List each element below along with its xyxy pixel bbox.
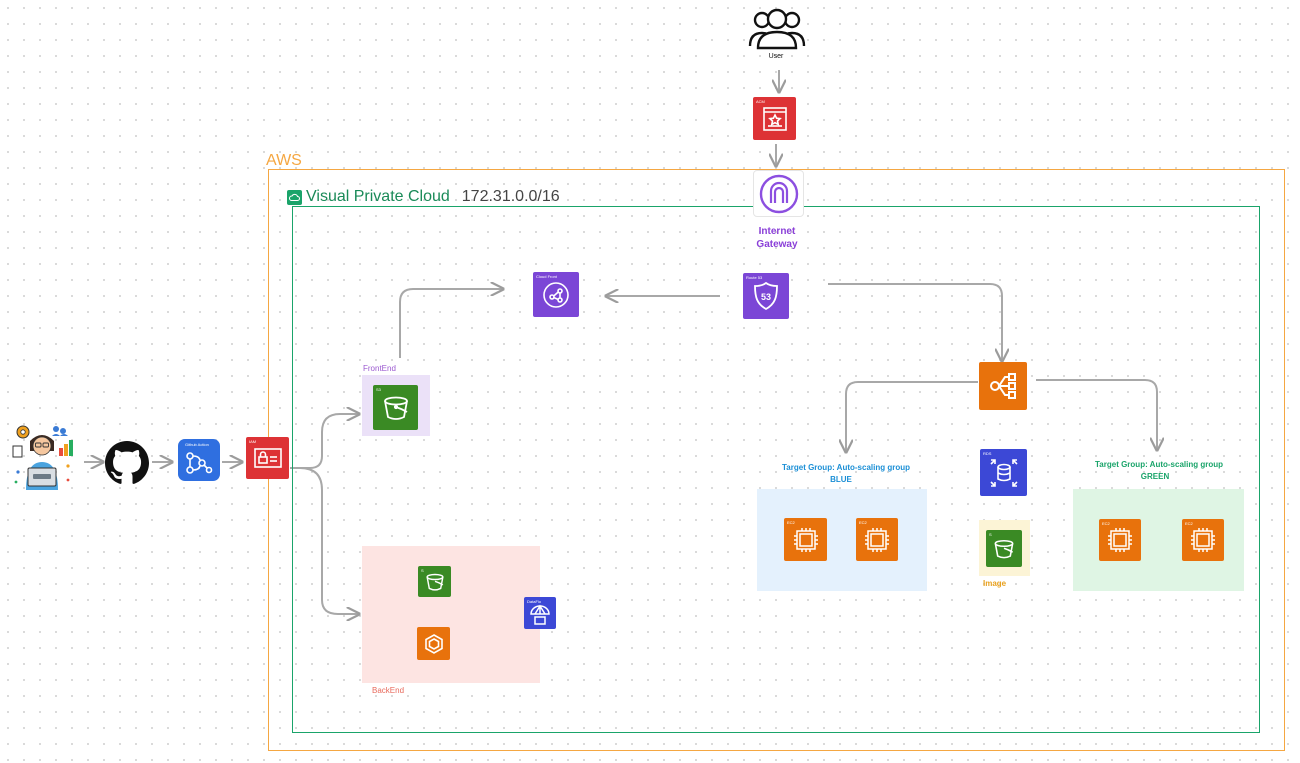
frontend-label: FrontEnd (363, 364, 396, 373)
ec2-green-2[interactable]: EC2 (1182, 519, 1224, 561)
ecs-tile[interactable] (417, 627, 450, 660)
rds-tile[interactable]: RDS (980, 449, 1027, 496)
tg-blue-zone (757, 489, 927, 591)
dataflow-icon (530, 604, 550, 625)
ec2-icon (793, 527, 818, 552)
user-label: User (768, 53, 784, 60)
route53-tile[interactable]: Route 53 53 (743, 273, 789, 319)
tg-blue-name: BLUE (830, 475, 852, 484)
cloudfront-tile[interactable]: Cloud Front (533, 272, 579, 317)
s3-backend-tile[interactable]: S (418, 566, 451, 597)
igw-label-line1: Internet (758, 226, 796, 237)
internet-gateway-tile[interactable] (753, 170, 804, 217)
tg-green-title: Target Group: Auto-scaling group (1095, 460, 1223, 469)
ec2-caption: EC2 (787, 520, 795, 525)
iam-icon (253, 448, 282, 468)
s3-frontend-tile[interactable]: S3 (373, 385, 418, 430)
github-actions-icon (186, 452, 213, 474)
tg-green-name: GREEN (1140, 472, 1170, 481)
github-icon[interactable] (105, 441, 149, 485)
ec2-icon (1191, 528, 1215, 552)
ec2-caption: EC2 (1185, 521, 1193, 526)
load-balancer-tile[interactable] (979, 362, 1027, 410)
s3-bucket-icon (425, 573, 444, 591)
arrow-route53-elb (828, 283, 1002, 361)
vpc-cidr: 172.31.0.0/16 (461, 188, 560, 205)
s3-image-tile[interactable]: S (986, 530, 1022, 567)
acm-caption: ACM (756, 99, 765, 104)
rds-caption: RDS (983, 451, 992, 456)
arrow-elb-blue (846, 381, 978, 452)
s3-bucket-icon (994, 539, 1014, 558)
load-balancer-icon (990, 373, 1016, 399)
arrow-frontend-cloudfront (399, 289, 503, 358)
vpc-cloud-icon (287, 189, 302, 205)
ec2-blue-1[interactable]: EC2 (784, 518, 827, 561)
acm-icon (762, 106, 787, 131)
s3-bucket-icon (383, 396, 408, 420)
cloudfront-caption: Cloud Front (536, 274, 557, 279)
arrow-iam-backend (299, 467, 359, 614)
iam-caption: IAM (249, 439, 257, 444)
ec2-icon (1108, 528, 1132, 552)
dataflow-tile[interactable]: DataFlo (524, 597, 556, 629)
cloudfront-icon (543, 281, 569, 308)
github-actions-tile[interactable]: Github Action (178, 439, 220, 481)
s3-backend-caption: S (421, 568, 424, 573)
igw-label: Internet Gateway (742, 225, 812, 251)
developer-icon[interactable] (10, 420, 74, 492)
s3-frontend-caption: S3 (376, 387, 381, 392)
ec2-blue-2[interactable]: EC2 (856, 518, 898, 561)
rds-icon (989, 458, 1018, 487)
tg-blue-title: Target Group: Auto-scaling group (782, 463, 910, 472)
vpc-name: Visual Private Cloud (306, 188, 450, 205)
users-icon[interactable] (748, 6, 806, 50)
igw-label-line2: Gateway (756, 239, 798, 250)
route53-icon: 53 (754, 281, 778, 311)
ec2-caption: EC2 (1102, 521, 1110, 526)
ec2-icon (865, 527, 889, 552)
iam-tile[interactable]: IAM (246, 437, 289, 479)
dataflow-caption: DataFlo (527, 599, 542, 604)
backend-zone (362, 546, 540, 683)
github-actions-caption: Github Action (185, 442, 209, 447)
ecs-icon (424, 633, 443, 654)
aws-label: AWS (266, 152, 302, 169)
s3-image-caption: S (989, 532, 992, 537)
acm-tile[interactable]: ACM (753, 97, 796, 140)
vpc-title: Visual Private Cloud 172.31.0.0/16 (287, 188, 560, 206)
arrow-elb-green (1036, 379, 1157, 450)
ec2-caption: EC2 (859, 520, 867, 525)
svg-text:53: 53 (761, 292, 771, 302)
internet-gateway-icon (759, 174, 798, 213)
ec2-green-1[interactable]: EC2 (1099, 519, 1141, 561)
image-label: Image (983, 579, 1007, 588)
route53-caption: Route 53 (746, 275, 763, 280)
backend-label: BackEnd (372, 686, 405, 695)
arrow-iam-frontend (290, 414, 359, 469)
